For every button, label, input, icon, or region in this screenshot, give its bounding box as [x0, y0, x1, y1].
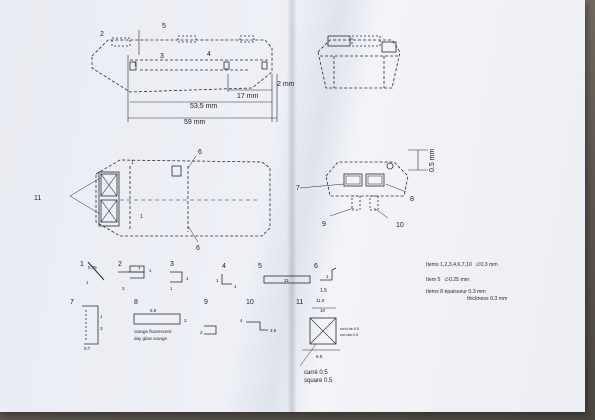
part-1-dim-a: 0.75 — [88, 265, 97, 270]
side-callout-4: 4 — [207, 51, 211, 58]
part-11-id: 11 — [296, 299, 303, 306]
part-2-id: 2 — [118, 261, 122, 268]
part-11-dim-c: 9.5 — [316, 354, 323, 359]
legend-row-1-items: Items 1,2,3,4,6,7,10 — [426, 262, 472, 268]
part-7-dim-b: 3 — [100, 326, 103, 331]
rear-callout-8: 8 — [410, 196, 414, 203]
part-5-id: 5 — [258, 263, 262, 270]
part-10-dim-a: 4 — [240, 318, 243, 323]
front-view — [317, 35, 401, 89]
legend-row-2: Item 5 ∅0.25 mm — [426, 277, 576, 284]
part-11-note-en-1: rod dia 0.5 — [340, 333, 358, 337]
legend-row-2-value: ∅0.25 mm — [444, 276, 470, 283]
dim-17: 17 mm — [237, 93, 259, 100]
dim-59: 59 mm — [184, 119, 206, 126]
part-11-dim-b: 10 — [320, 308, 326, 313]
part-8-dim-a: 6.5 — [150, 308, 157, 313]
part-7-dim-a: 1 — [100, 314, 103, 319]
side-callout-2: 2 — [100, 31, 104, 38]
top-callout-6b: 6 — [196, 245, 200, 252]
top-callout-11: 11 — [34, 195, 41, 202]
part-11-dim-a: 11.5 — [316, 298, 325, 303]
part-10-id: 10 — [246, 299, 254, 306]
legend-row-3: Items 8 épaisseur 0.3 mm — [426, 289, 576, 296]
rear-callout-9: 9 — [322, 221, 326, 228]
top-callout-1a: 1 — [131, 160, 134, 166]
center-fold — [287, 0, 297, 412]
part-2-dim-c: 3 — [122, 286, 125, 291]
part-8-color-fr: orange fluorescent — [134, 329, 172, 334]
top-callout-6a: 6 — [198, 149, 202, 156]
part-10-dim-b: 3.5 — [270, 328, 277, 333]
side-callout-5: 5 — [162, 23, 166, 30]
instruction-sheet: 2 5 3 4 1 53.5 mm 59 mm 17 mm 2 mm 6 11 … — [0, 0, 585, 412]
technical-drawing: 2 5 3 4 1 53.5 mm 59 mm 17 mm 2 mm 6 11 … — [34, 23, 436, 384]
rear-callout-10: 10 — [396, 222, 404, 229]
part-11-note-fr-2: carré 0.5 — [304, 370, 328, 376]
part-9-dim: 2 — [200, 330, 203, 335]
part-5-dim: 31 — [284, 278, 290, 283]
legend-row-2-items: Item 5 — [426, 276, 441, 283]
side-view — [91, 30, 278, 122]
part-6-id: 6 — [314, 263, 318, 270]
part-8-dim-b: 2 — [184, 318, 187, 323]
part-6-dim-a: 1 — [326, 274, 329, 279]
part-3-dim-b: 1 — [170, 286, 173, 291]
part-11-note-en-2: square 0.5 — [304, 378, 333, 384]
side-callout-1: 1 — [134, 62, 137, 68]
part-4-dim-a: 1 — [216, 278, 219, 283]
rear-view — [299, 149, 428, 219]
part-9-id: 9 — [204, 299, 208, 306]
part-8-id: 8 — [134, 299, 138, 306]
parts-row-1 — [87, 261, 337, 285]
part-3-id: 3 — [170, 261, 174, 268]
part-11-note-fr-1: rond de 0.5 — [340, 327, 359, 331]
legend-row-1-value: ∅0.3 mm — [475, 262, 498, 268]
legend-row-3-en: thickness 0.3 mm — [467, 295, 508, 302]
part-3-dim-a: 1 — [186, 276, 189, 281]
side-callout-3: 3 — [160, 53, 164, 60]
part-4-dim-b: 1 — [234, 284, 237, 289]
top-callout-1b: 1 — [140, 214, 143, 220]
part-7-dim-c: 0.7 — [84, 346, 91, 351]
legend-row-3-fr: Items 8 épaisseur 0.3 mm — [426, 289, 486, 296]
dim-53-5: 53.5 mm — [190, 103, 217, 110]
materials-legend: Items 1,2,3,4,6,7,10 ∅0.3 mm Item 5 ∅0.2… — [426, 262, 576, 302]
top-view — [69, 155, 271, 243]
rear-callout-7: 7 — [296, 185, 300, 192]
part-1-dim-b: 1 — [86, 280, 89, 285]
part-6-dim-b: 1.5 — [320, 288, 327, 294]
part-8-color-en: day glow orange — [134, 336, 168, 341]
part-2-dim-b: 1 — [149, 268, 152, 273]
dim-2: 2 mm — [277, 81, 295, 88]
part-4-id: 4 — [222, 263, 226, 270]
part-1-id: 1 — [80, 261, 84, 268]
rear-dim-0-5: 0.5 mm — [429, 148, 436, 172]
legend-row-1: Items 1,2,3,4,6,7,10 ∅0.3 mm — [426, 262, 576, 269]
part-7-id: 7 — [70, 299, 74, 306]
part-2-dim-a: 7 — [138, 266, 141, 271]
parts-row-2 — [82, 305, 340, 367]
